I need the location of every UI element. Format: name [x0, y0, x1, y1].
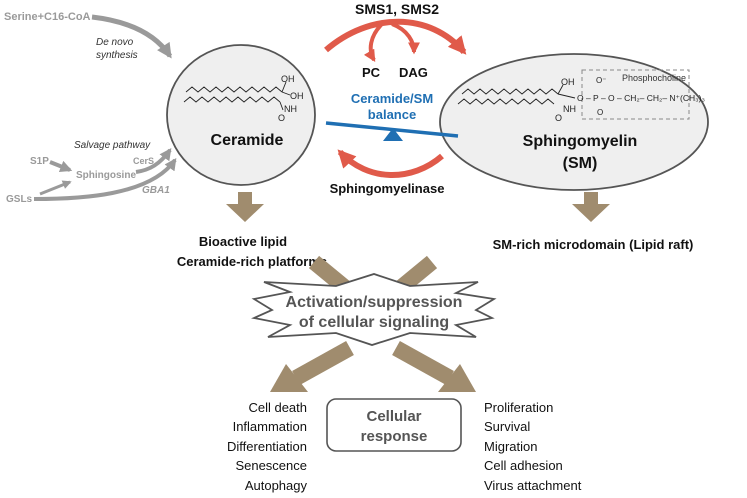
- phosphate-o-bottom: O: [597, 108, 603, 117]
- phosphocholine-box: [581, 69, 690, 120]
- sphingomyelinase-arrow: [337, 149, 444, 178]
- gba1-label: GBA1: [142, 185, 170, 196]
- sphingosine-label: Sphingosine: [76, 170, 136, 181]
- ceramide-platforms-label: Ceramide-rich platforms: [177, 254, 327, 269]
- gsls-arrow: [33, 158, 177, 201]
- de-novo-arrow: [91, 14, 173, 59]
- gsls-sphingosine-arrow: [39, 180, 72, 196]
- ceramide-nh: NH: [284, 104, 297, 114]
- pc-label: PC: [362, 65, 381, 80]
- lipid-raft-label: SM-rich microdomain (Lipid raft): [493, 237, 694, 252]
- ceramide-label: Ceramide: [211, 132, 284, 149]
- sphingomyelin-structure: [457, 84, 576, 105]
- diverge-arrow-left: [292, 341, 354, 385]
- ceramide-structure: [183, 81, 291, 111]
- right-response-item: Cell adhesion: [484, 458, 563, 473]
- left-response-list: Cell death Inflammation Differentiation …: [227, 400, 307, 493]
- sms-arrow: [324, 18, 467, 55]
- diverge-arrow-right: [392, 341, 454, 385]
- sm-down-arrow: [572, 192, 610, 222]
- right-response-item: Virus attachment: [484, 478, 582, 493]
- phosphate-o-top: O⁻: [596, 76, 606, 85]
- balance-fulcrum: [383, 128, 403, 141]
- sphingomyelin-ellipse: [439, 53, 709, 191]
- left-response-item: Senescence: [235, 458, 307, 473]
- cers-label: CerS: [133, 156, 154, 166]
- ceramide-down-arrow: [226, 192, 264, 222]
- ceramide-oh-right: OH: [290, 91, 304, 101]
- right-response-item: Survival: [484, 419, 530, 434]
- right-response-item: Migration: [484, 439, 537, 454]
- de-novo-label-line1: De novo: [96, 37, 134, 48]
- diverge-arrow-right-head: [438, 364, 476, 392]
- ceramide-ellipse: [166, 44, 316, 186]
- left-response-item: Inflammation: [233, 419, 307, 434]
- balance-label-line2: balance: [368, 107, 416, 122]
- dag-label: DAG: [399, 65, 428, 80]
- balance-label-line1: Ceramide/SM: [351, 91, 433, 106]
- dag-arrow: [391, 22, 420, 55]
- signaling-label-line1: Activation/suppression: [286, 294, 463, 311]
- ceramide-oh-top: OH: [281, 74, 295, 84]
- left-response-item: Differentiation: [227, 439, 307, 454]
- pc-arrow: [363, 22, 384, 63]
- phosphocholine-formula: O – P – O – CH₂– CH₂– N⁺(CH₃)₃: [577, 93, 705, 103]
- right-response-item: Proliferation: [484, 400, 553, 415]
- sphingomyelin-label-line2: (SM): [563, 155, 598, 172]
- salvage-pathway-label: Salvage pathway: [74, 140, 151, 151]
- cers-arrow: [135, 148, 172, 174]
- de-novo-label-line2: synthesis: [96, 50, 138, 61]
- ceramide-o: O: [278, 113, 285, 123]
- bioactive-lipid-label: Bioactive lipid: [199, 234, 287, 249]
- sms-label: SMS1, SMS2: [355, 1, 439, 17]
- signaling-burst: [251, 273, 497, 346]
- right-response-list: Proliferation Survival Migration Cell ad…: [484, 400, 582, 493]
- left-response-item: Cell death: [248, 400, 307, 415]
- sm-o: O: [555, 113, 562, 123]
- s1p-label: S1P: [30, 156, 49, 167]
- sm-oh: OH: [561, 77, 575, 87]
- s1p-arrow: [49, 160, 73, 173]
- sphingomyelinase-label: Sphingomyelinase: [330, 181, 445, 196]
- cellular-response-line1: Cellular: [366, 408, 421, 425]
- signaling-label-line2: of cellular signaling: [299, 314, 449, 331]
- sphingomyelin-label-line1: Sphingomyelin: [523, 133, 638, 150]
- phosphocholine-label: Phosphocholine: [622, 73, 686, 83]
- gsls-label: GSLs: [6, 194, 33, 205]
- cellular-response-box: [326, 398, 462, 452]
- left-response-item: Autophagy: [245, 478, 308, 493]
- diverge-arrow-left-head: [270, 364, 308, 392]
- sm-nh: NH: [563, 104, 576, 114]
- serine-c16coa-label: Serine+C16-CoA: [4, 11, 91, 23]
- cellular-response-line2: response: [361, 428, 428, 445]
